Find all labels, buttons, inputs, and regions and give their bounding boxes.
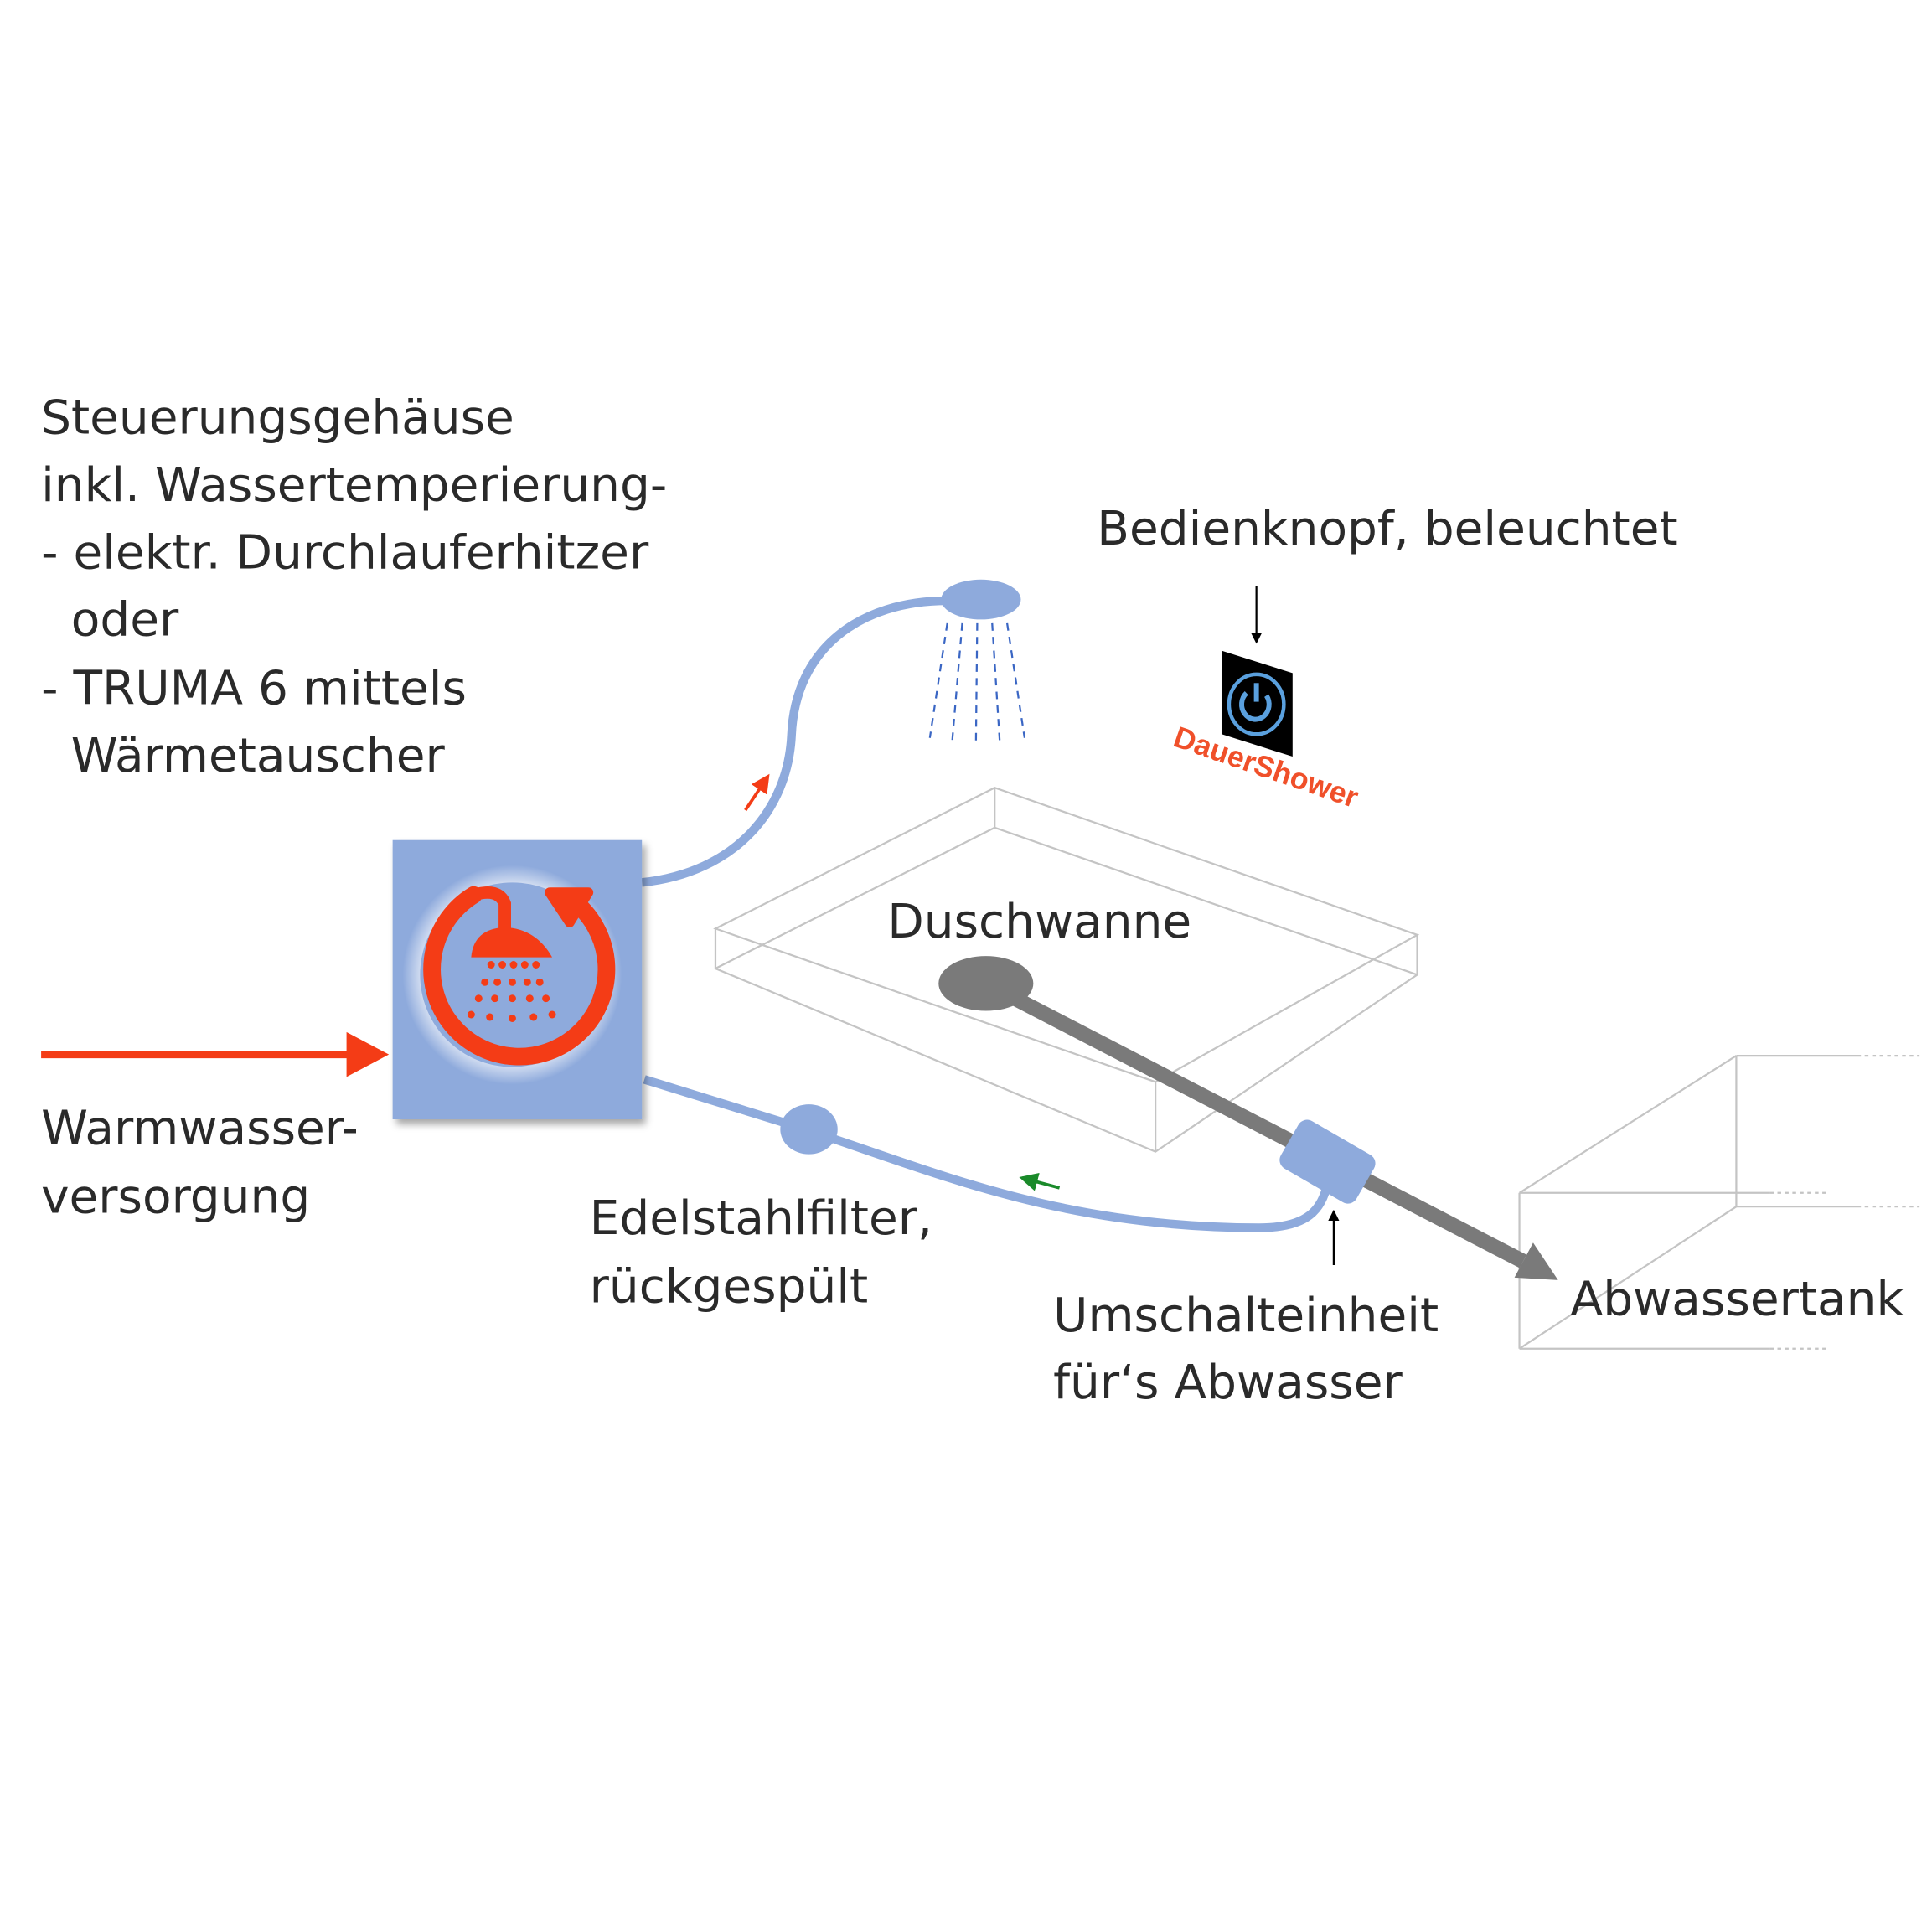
label-line: - TRUMA 6 mittels — [41, 662, 467, 716]
hot-water-label: Warmwasser- — [41, 1102, 359, 1156]
shower-tray — [713, 787, 1420, 1153]
drain-pipe — [938, 956, 1558, 1280]
filter-label: Edelstahlfilter, — [590, 1191, 932, 1246]
shower-head-icon — [928, 579, 1026, 741]
switch-unit-label: für‘s Abwasser — [1053, 1356, 1403, 1410]
shower-tray-label: Duschwanne — [887, 895, 1191, 949]
hot-water-label: versorgung — [41, 1170, 310, 1225]
label-line: - elektr. Durchlauferhitzer — [41, 525, 649, 580]
flow-arrow-return-icon — [1019, 1172, 1061, 1191]
return-hose — [643, 1075, 1332, 1232]
filter-label: rückgespült — [590, 1260, 868, 1315]
label-line: oder — [71, 593, 179, 648]
waste-tank-label: Abwassertank — [1571, 1273, 1904, 1327]
illuminated-button — [1221, 650, 1293, 757]
control-housing — [392, 839, 643, 1119]
control-button-label: Bedienknopf, beleuchtet — [1097, 502, 1677, 556]
control-housing-label: Steuerungsgehäuse inkl. Wassertemperieru… — [41, 391, 667, 783]
recirculating-shower-icon — [423, 886, 616, 1066]
hot-water-arrow-icon — [41, 1031, 390, 1077]
label-line: Wärmetauscher — [71, 729, 446, 783]
power-icon — [1227, 672, 1286, 736]
drain-icon — [938, 956, 1034, 1011]
switch-unit-icon — [1279, 1119, 1376, 1204]
flow-arrow-up-icon — [744, 773, 770, 812]
supply-hose — [641, 596, 948, 887]
filter-icon — [780, 1104, 838, 1155]
switch-unit-label: Umschalteinheit — [1053, 1289, 1439, 1343]
label-line: Steuerungsgehäuse — [41, 391, 514, 446]
label-line: inkl. Wassertemperierung- — [41, 458, 667, 513]
